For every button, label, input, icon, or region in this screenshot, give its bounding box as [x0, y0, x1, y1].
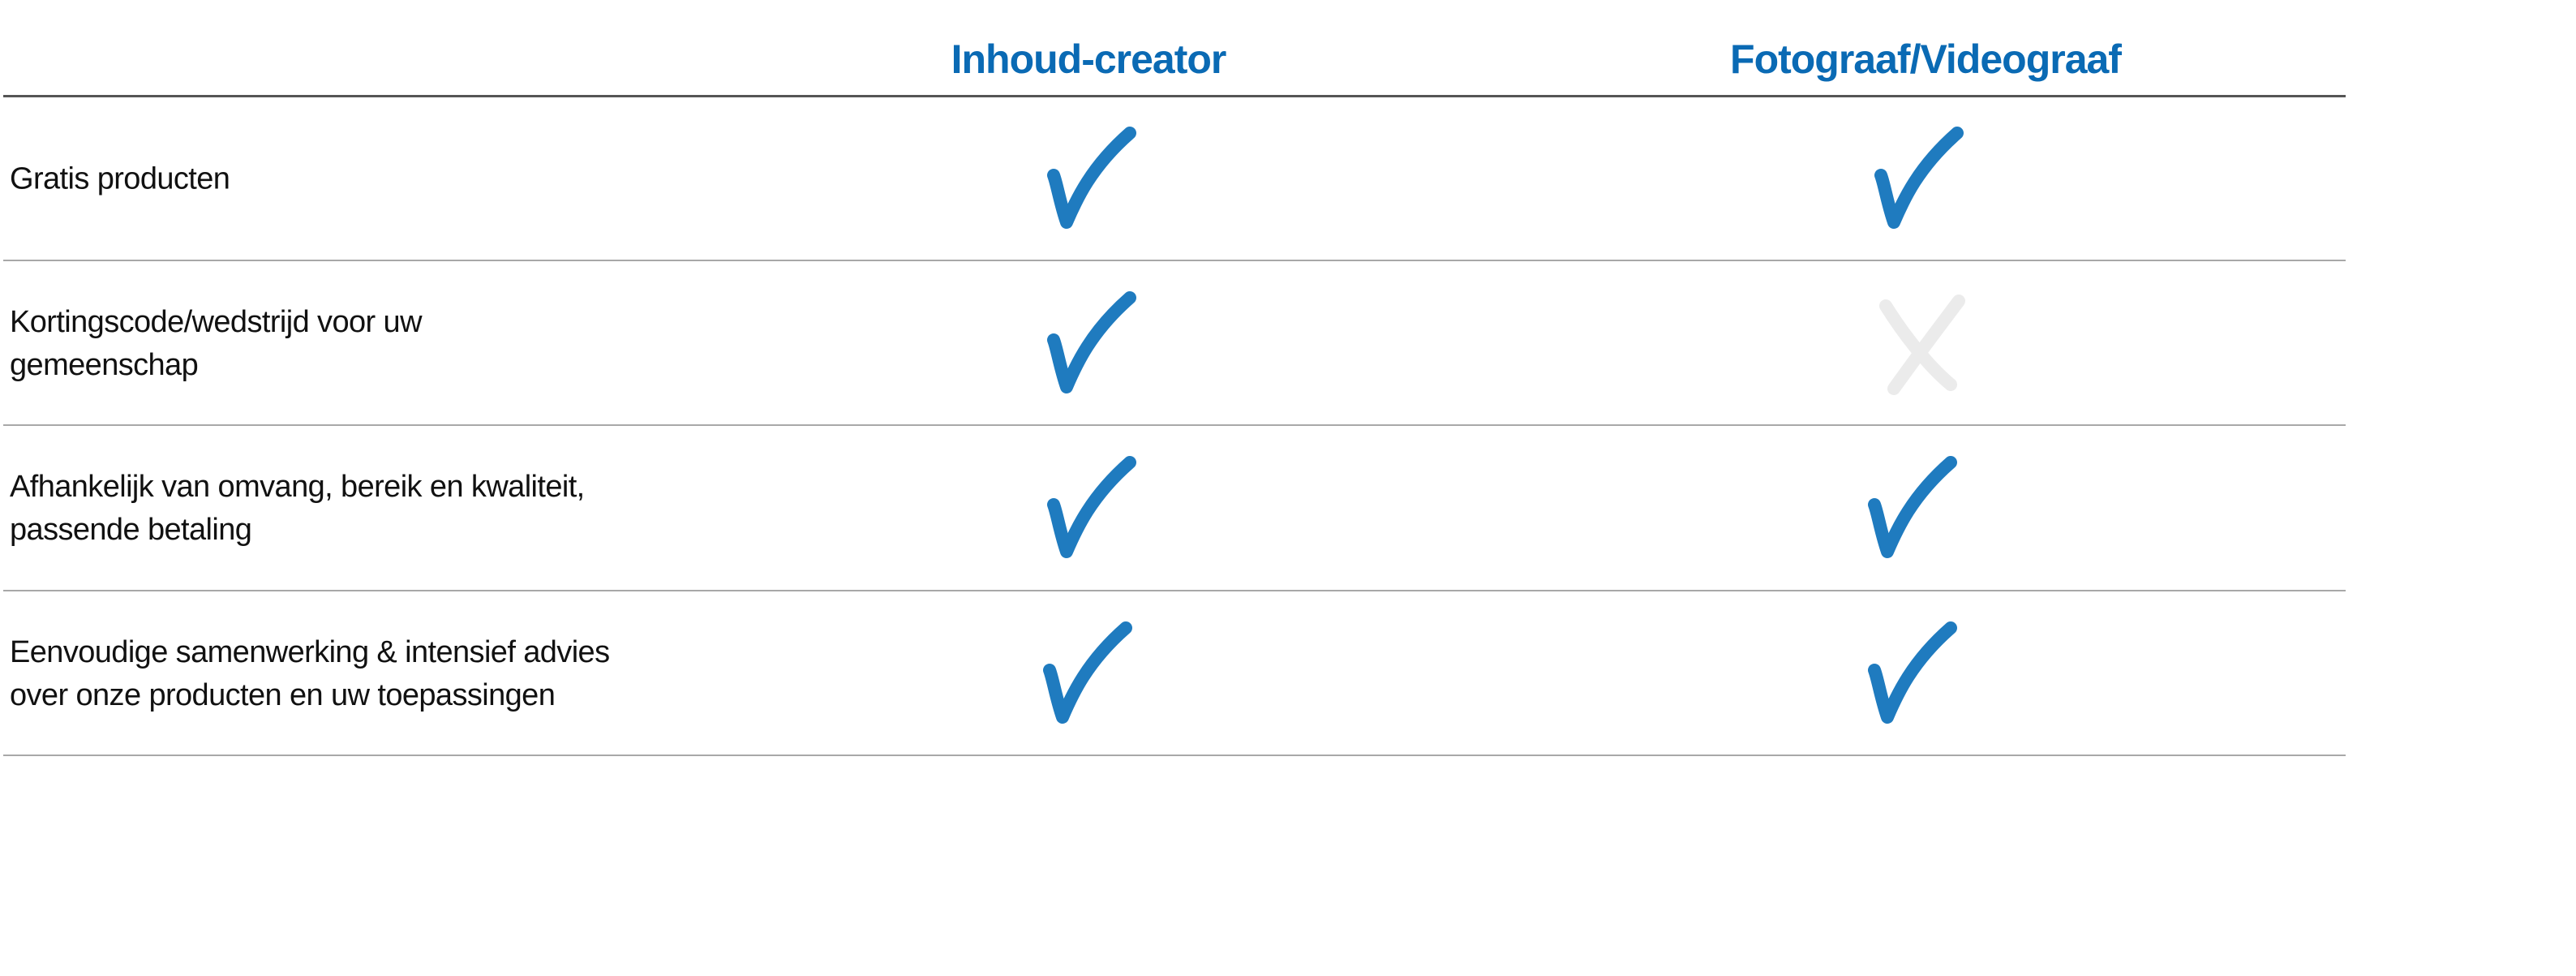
table-row: Kortingscode/wedstrijd voor uw gemeensch… — [0, 261, 2346, 426]
row-divider — [3, 590, 2346, 591]
row-label: Eenvoudige samenwerking & intensief advi… — [10, 634, 610, 712]
check-icon — [1042, 126, 1148, 232]
check-icon — [1863, 621, 1968, 727]
table-row: Eenvoudige samenwerking & intensief advi… — [0, 591, 2346, 756]
row-label: Afhankelijk van omvang, bereik en kwalit… — [10, 469, 585, 547]
check-icon — [1870, 126, 1975, 232]
row-divider — [3, 260, 2346, 261]
check-icon — [1042, 455, 1148, 561]
check-icon — [1863, 455, 1968, 561]
table-row: Gratis producten — [0, 97, 2346, 261]
row-label: Gratis producten — [10, 161, 230, 196]
row-label: Kortingscode/wedstrijd voor uw gemeensch… — [10, 304, 423, 382]
check-icon — [1042, 290, 1148, 397]
row-divider — [3, 755, 2346, 756]
check-icon — [1038, 621, 1144, 727]
row-divider — [3, 424, 2346, 426]
header-divider — [3, 95, 2346, 97]
column-header-content-creator: Inhoud-creator — [951, 37, 1227, 82]
cross-icon — [1870, 291, 1975, 397]
table-row: Afhankelijk van omvang, bereik en kwalit… — [0, 426, 2346, 591]
column-header-photographer: Fotograaf/Videograaf — [1730, 37, 2122, 82]
